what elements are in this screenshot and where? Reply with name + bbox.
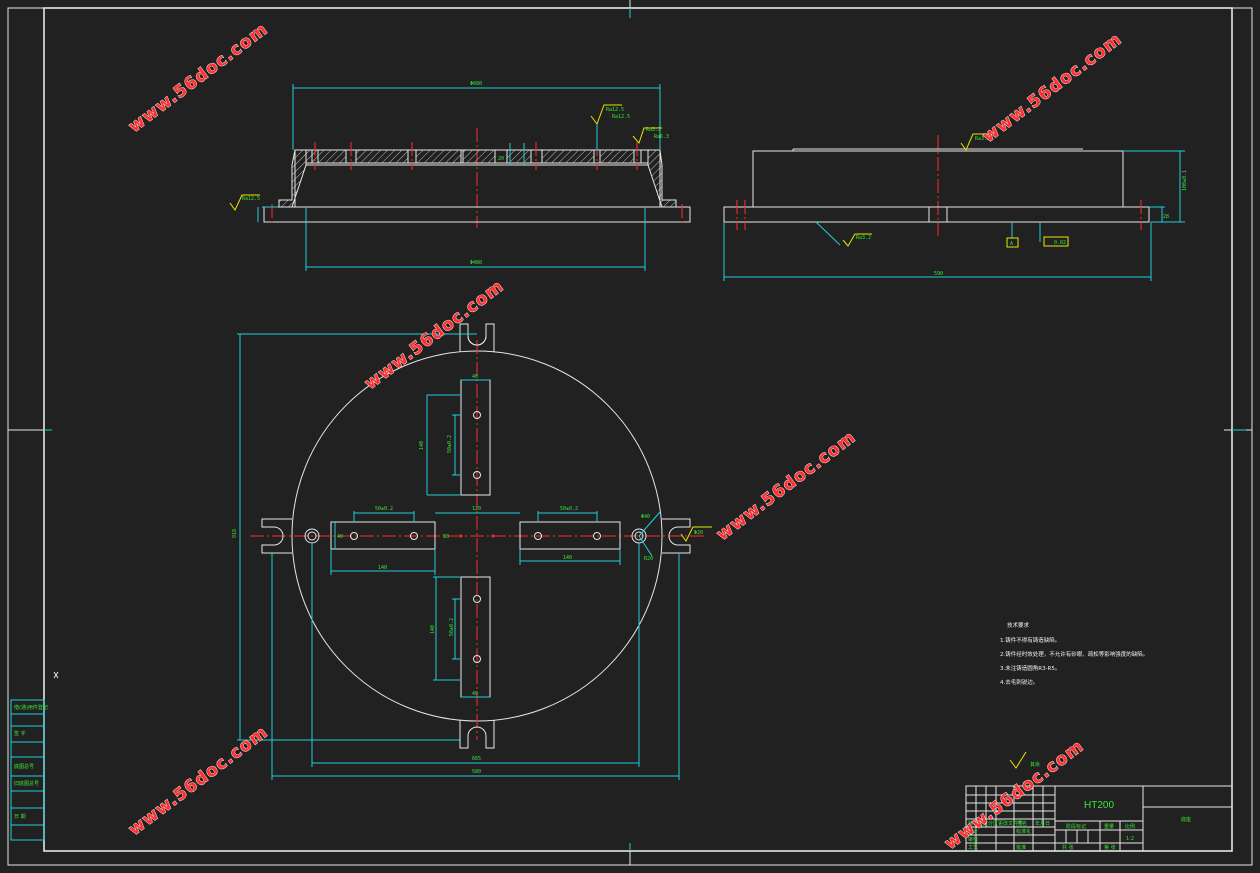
flatness-tol: 0.02 — [1054, 240, 1066, 246]
stamp-label: 底图总号 — [14, 763, 34, 770]
dim-slot-len-v-bottom: 140 — [430, 625, 436, 634]
dim-right-step: 28 — [1163, 214, 1169, 220]
front-section-view: Φ680 Φ480 20 Ra12.5 Ra12.5 Ra12.5 Ra3.2 … — [229, 81, 691, 271]
tech-req-item: 4.去毛刺锐边。 — [1000, 678, 1038, 686]
dim-hole-pitch-v-bottom: 50±0.2 — [449, 618, 455, 636]
tb-stage-label: 重量 — [1104, 823, 1114, 830]
lug-left — [261, 518, 292, 554]
plan-view: 918 580 665 140 50±0.2 40 140 50±0.2 40 — [232, 323, 712, 780]
tb-row-label: 分区 — [988, 820, 998, 827]
dim-hole-pitch-h-right: 50±0.2 — [560, 506, 578, 512]
watermark: www.56doc.com — [125, 19, 272, 137]
tb-design-label: 工艺 — [968, 845, 978, 851]
lug-bottom — [459, 720, 495, 749]
lug-top — [459, 323, 495, 352]
stamp-label: 日 期 — [14, 814, 26, 820]
tb-design-label: 批准 — [1016, 844, 1026, 851]
tb-stage-label: 阶段标记 — [1066, 823, 1086, 830]
dim-slot-width: 40 — [472, 374, 478, 380]
ra-right-a: Ra3.2 — [975, 136, 990, 142]
dim-plan-bottom-inner: 665 — [472, 756, 481, 762]
dim-slot-width-left: 40 — [337, 534, 343, 540]
dim-plan-left: 918 — [232, 529, 238, 538]
technical-requirements: 技术要求 1.铸件不得有铸造缺陷。 2.铸件经时效处理，不允许有砂眼、疏松等影响… — [1000, 621, 1148, 686]
ra-front-a: Ra12.5 — [606, 107, 624, 113]
ra-front-d: Ra12.5 — [242, 196, 260, 202]
roughness-other: 其余 — [1030, 761, 1040, 768]
part-name: 底座 — [1181, 816, 1191, 823]
tech-req-item: 1.铸件不得有铸造缺陷。 — [1000, 636, 1060, 644]
dim-plan-bottom-outer: 580 — [472, 769, 481, 775]
tb-stage-label: 比例 — [1125, 823, 1135, 830]
stamp-label: 旧底图总号 — [14, 780, 39, 787]
right-side-view: 590 100±0.1 28 Ra3.2 Ra3.2 A 0.02 — [723, 133, 1188, 281]
tb-scale: 1:2 — [1126, 836, 1134, 842]
dim-slot-len-h-left: 140 — [378, 565, 387, 571]
tb-sheet-no: 第 张 — [1104, 844, 1116, 851]
dim-right-height: 100±0.1 — [1182, 170, 1188, 191]
datum-ref: A — [1010, 241, 1013, 247]
tech-req-heading: 技术要求 — [1007, 621, 1030, 629]
dim-right-width: 590 — [934, 271, 943, 277]
ra-front-b: Ra3.2 — [646, 127, 661, 133]
dim-center-tick: 20 — [498, 156, 504, 162]
dim-hole-pitch-v: 50±0.2 — [447, 435, 453, 453]
dim-slot-len-h-right: 140 — [563, 555, 572, 561]
tech-req-item: 2.铸件经时效处理，不允许有砂眼、疏松等影响强度的缺陷。 — [1000, 650, 1148, 658]
side-stamp-column: 借(通)用件登记 旧底图总号 底图总号 签 字 日 期 — [10, 671, 59, 841]
watermark: www.56doc.com — [713, 427, 860, 545]
dim-ear-dia: Φ40 — [641, 514, 650, 520]
dim-slot-width-bottom: 40 — [472, 691, 478, 697]
title-block: 标记 处数 分区 更改文件号 签名 年月日 设计 标准化 审核 工艺 批准 阶段… — [965, 785, 1233, 852]
tech-req-item: 3.未注铸造圆角R3-R5。 — [1000, 664, 1060, 672]
ra-front-c: Ra6.3 — [654, 134, 669, 140]
sheet-frame — [7, 0, 1253, 866]
tb-row-label: 更改文件号 — [998, 820, 1023, 827]
watermarks: www.56doc.com www.56doc.com www.56doc.co… — [125, 19, 1127, 854]
general-roughness: 其余 — [1009, 751, 1040, 769]
dim-front-top: Φ680 — [470, 81, 482, 87]
dim-front-bottom: Φ480 — [470, 260, 482, 266]
lug-right — [662, 518, 691, 554]
tb-row-label: 年月日 — [1035, 820, 1050, 827]
watermark: www.56doc.com — [979, 29, 1126, 147]
tb-row-label: 签名 — [1017, 820, 1027, 827]
ra-front-slot: Ra12.5 — [612, 114, 630, 120]
dim-ear-r: R20 — [644, 556, 653, 562]
tb-sheet-total: 共 张 — [1062, 844, 1074, 851]
tb-design-label: 设计 — [968, 828, 978, 835]
stamp-label: 签 字 — [14, 730, 26, 737]
dim-hole-pitch-h-left: 50±0.2 — [375, 506, 393, 512]
dim-slot-len-v: 140 — [419, 441, 425, 450]
tb-design-label: 审核 — [968, 836, 978, 843]
tb-design-label: 标准化 — [1016, 828, 1031, 835]
dim-slot-gap-v: 80 — [443, 534, 449, 540]
stamp-label: 借(通)用件登记 — [14, 704, 48, 711]
ra-right-b: Ra3.2 — [856, 235, 871, 241]
tb-row-label: 处数 — [978, 820, 988, 827]
dim-slot-gap-h: 120 — [472, 506, 481, 512]
dim-ear-slot: Φ20 — [694, 530, 703, 536]
watermark: www.56doc.com — [125, 722, 272, 840]
material: HT200 — [1084, 800, 1114, 811]
tb-row-label: 标记 — [968, 820, 978, 827]
